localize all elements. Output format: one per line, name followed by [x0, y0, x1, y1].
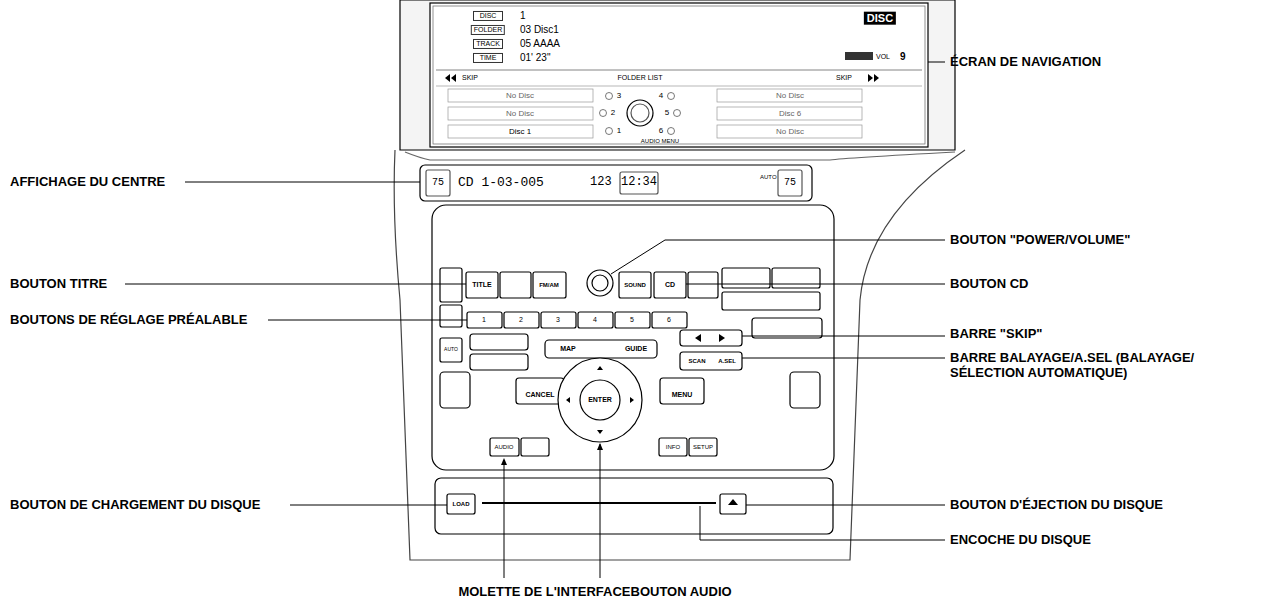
- screen-text: DISC: [473, 11, 503, 21]
- callout-label: AFFICHAGE DU CENTRE: [10, 175, 165, 190]
- callout-label: ENCOCHE DU DISQUE: [950, 533, 1091, 548]
- callout-label: ÉCRAN DE NAVIGATION: [950, 55, 1101, 70]
- button-label: 5: [630, 316, 634, 324]
- button-label: AUDIO: [494, 444, 513, 451]
- button-label: MAP: [560, 345, 576, 353]
- screen-text: 1: [520, 10, 526, 22]
- callout-label: BOUTONS DE RÉGLAGE PRÉALABLE: [10, 313, 247, 328]
- display-text: CD 1-03-005: [458, 176, 544, 191]
- screen-text: SKIP: [836, 74, 852, 82]
- screen-text: SKIP: [462, 74, 478, 82]
- button-label: AUTO: [444, 347, 458, 353]
- screen-text: TIME: [473, 53, 503, 63]
- callout-label: BOUTON D'ÉJECTION DU DISQUE: [950, 498, 1163, 513]
- screen-text: Disc 1: [509, 127, 531, 136]
- screen-text: No Disc: [776, 127, 804, 136]
- button-label: GUIDE: [625, 345, 647, 353]
- display-text: 12:34: [621, 176, 657, 190]
- display-text: 75: [432, 177, 444, 189]
- screen-text: 3: [617, 91, 621, 100]
- button-label: SCAN: [688, 358, 705, 365]
- screen-text: No Disc: [506, 91, 534, 100]
- screen-text: 1: [617, 126, 621, 135]
- callout-label: BOUTON TITRE: [10, 277, 107, 292]
- button-label: CD: [665, 281, 675, 289]
- callout-label: BARRE "SKIP": [950, 327, 1043, 342]
- screen-text: VOL: [876, 53, 890, 61]
- callout-label: BARRE BALAYAGE/A.SEL (BALAYAGE/ SÉLECTIO…: [950, 351, 1250, 381]
- screen-text: No Disc: [506, 109, 534, 118]
- console-face: [394, 150, 965, 560]
- screen-text: 4: [659, 91, 663, 100]
- screen-text: FOLDER LIST: [617, 74, 662, 82]
- button-label: 4: [593, 316, 597, 324]
- display-text: 75: [784, 177, 796, 189]
- callout-label: BOUTON "POWER/VOLUME": [950, 233, 1130, 248]
- callout-label: MOLETTE DE L'INTERFACEBOUTON AUDIO: [458, 585, 731, 600]
- screen-text: 05 AAAA: [520, 38, 560, 50]
- callout-label: BOUTON DE CHARGEMENT DU DISQUE: [10, 498, 260, 513]
- button-label: MENU: [672, 391, 693, 399]
- screen-text: TRACK: [473, 39, 503, 49]
- screen-text: No Disc: [776, 91, 804, 100]
- navigation-housing: [400, 0, 955, 150]
- button-label: TITLE: [472, 281, 491, 289]
- button-label: ENTER: [588, 396, 612, 404]
- screen-text: 01' 23": [520, 52, 550, 64]
- screen-text: FOLDER: [471, 25, 505, 35]
- screen-text: 03 Disc1: [520, 24, 559, 36]
- screen-text: DISC: [864, 12, 896, 25]
- button-label: A.SEL: [718, 358, 736, 365]
- button-label: 3: [556, 316, 560, 324]
- display-text: AUTO: [760, 174, 777, 181]
- display-text: 123: [590, 176, 612, 190]
- screen-text: 5: [665, 108, 669, 117]
- screen-text: 6: [659, 126, 663, 135]
- button-label: SETUP: [693, 444, 713, 451]
- screen-text: AUDIO MENU: [641, 138, 679, 145]
- screen-text: 9: [900, 51, 906, 63]
- button-label: LOAD: [453, 501, 470, 508]
- button-label: INFO: [666, 444, 680, 451]
- button-label: SOUND: [624, 282, 646, 289]
- screen-text: 2: [611, 108, 615, 117]
- button-label: FM/AM: [539, 282, 559, 289]
- screen-text: Disc 6: [779, 109, 801, 118]
- callout-label: BOUTON CD: [950, 277, 1028, 292]
- button-label: 2: [519, 316, 523, 324]
- button-label: 6: [667, 316, 671, 324]
- button-label: 1: [482, 316, 486, 324]
- button-label: CANCEL: [525, 391, 554, 399]
